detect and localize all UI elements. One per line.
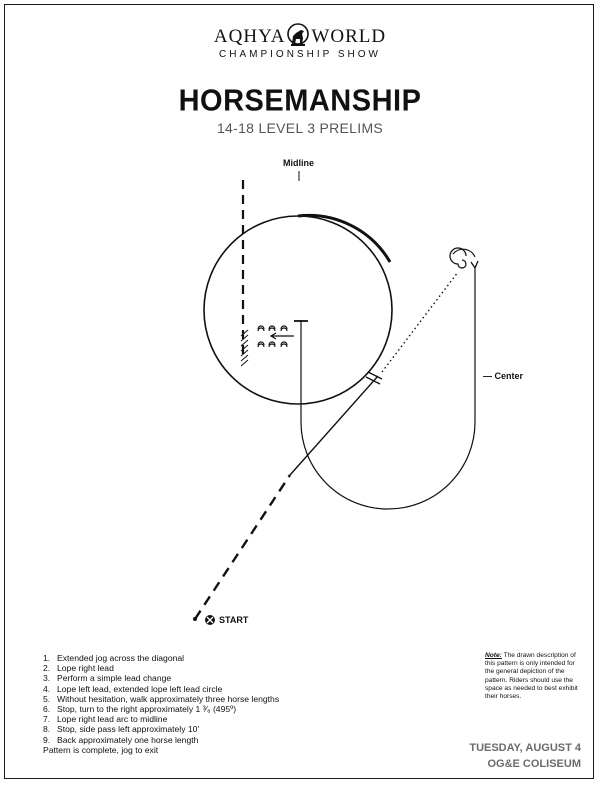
spin-arrow [470, 260, 479, 270]
step-item: 5.Without hesitation, walk approximately… [43, 693, 280, 704]
lead-change-mark [365, 376, 381, 385]
lead-change-mark [367, 371, 383, 380]
event-info: TUESDAY, AUGUST 4 OG&E COLISEUM [469, 740, 581, 772]
event-date: TUESDAY, AUGUST 4 [469, 742, 581, 754]
note-label: Note: [485, 652, 502, 659]
lope-circle [203, 215, 393, 405]
logo-wordmark: AQHYA WORLD [0, 26, 600, 48]
logo-right-text: WORLD [311, 26, 387, 47]
hoofprints [257, 325, 288, 348]
step-item: 2.Lope right lead [43, 663, 114, 674]
logo-left-text: AQHYA [213, 26, 286, 47]
step-item: 8.Stop, side pass left approximately 10' [43, 724, 200, 735]
step-item: 1.Extended jog across the diagonal [43, 653, 185, 663]
page-border [4, 4, 594, 779]
step-item: 3.Perform a simple lead change [43, 673, 172, 684]
back-up-hatch [240, 329, 249, 367]
note-text: The drawn description of this pattern is… [485, 652, 578, 701]
walk-dotted-path [381, 271, 459, 373]
spin-spiral-outer [452, 248, 476, 258]
step-item: 7.Lope right lead arc to midline [43, 714, 168, 725]
right-lead-arc [300, 268, 476, 510]
pattern-finish: Pattern is complete, jog to exit [43, 744, 159, 755]
diagonal-lope-line [289, 375, 379, 476]
center-label: — Center [483, 371, 524, 381]
spin-spiral [449, 247, 467, 269]
step-item: 4.Lope left lead, extended lope left lea… [43, 683, 223, 694]
extended-lope-arc [297, 213, 392, 263]
horse-logo-icon [287, 23, 309, 46]
page-title: HORSEMANSHIP [178, 84, 422, 118]
pattern-note: Note: The drawn description of this patt… [485, 652, 585, 701]
step-item: 9.Back approximately one horse length [43, 734, 199, 745]
pattern-steps: 1.Extended jog across the diagonal 2.Lop… [43, 653, 279, 755]
show-logo: AQHYA WORLD CHAMPIONSHIP SHOW [0, 26, 600, 60]
diagonal-jog-dashed [193, 474, 292, 620]
step-item: 6.Stop, turn to the right approximately … [43, 704, 237, 715]
start-dot [193, 617, 197, 621]
logo-subtext: CHAMPIONSHIP SHOW [219, 49, 381, 60]
start-label: START [219, 615, 249, 625]
event-venue: OG&E COLISEUM [487, 758, 581, 770]
class-subtitle: 14-18 LEVEL 3 PRELIMS [216, 120, 384, 136]
midline-label: Midline [283, 158, 314, 168]
